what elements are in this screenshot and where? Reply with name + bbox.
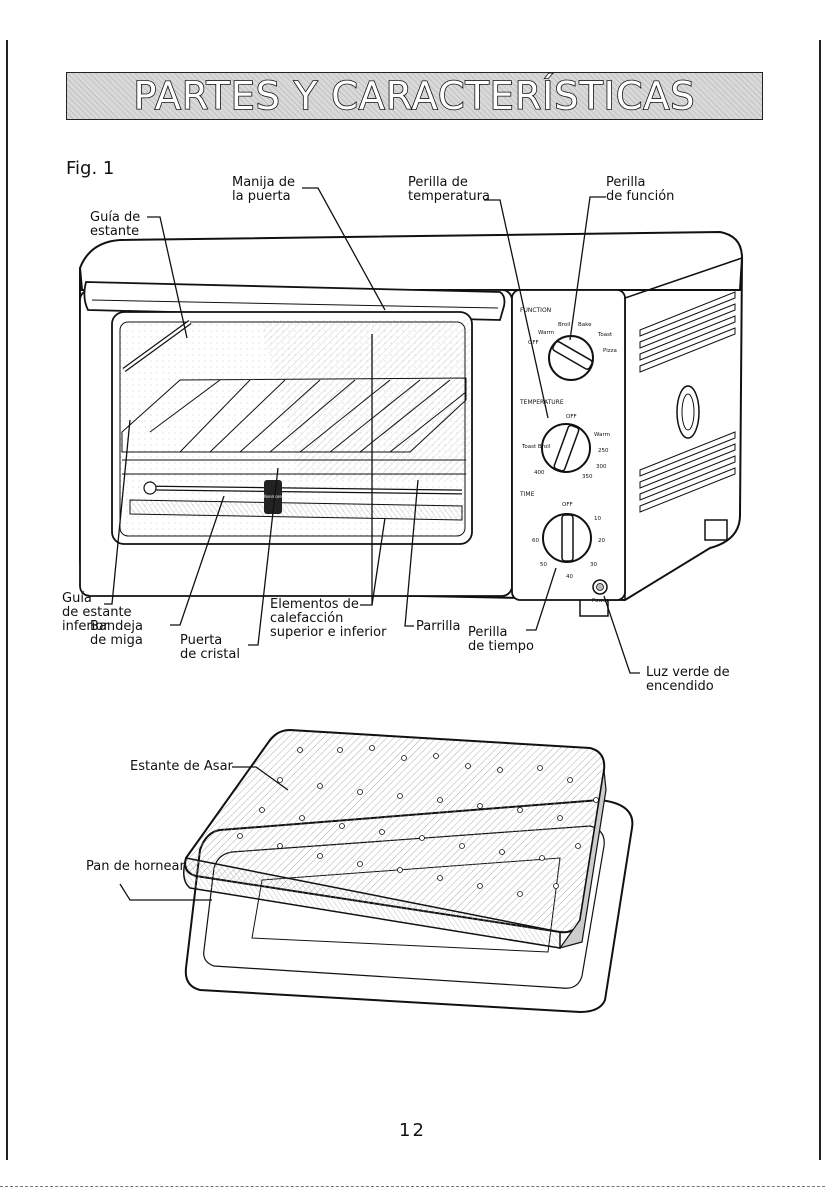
oven-top bbox=[78, 230, 744, 291]
page-border-bottom bbox=[0, 1186, 825, 1188]
function-knob bbox=[548, 335, 594, 381]
function-header: FUNCTION bbox=[520, 307, 551, 314]
function-mark-bake: Bake bbox=[578, 322, 592, 328]
label-lower-rack-guide: Guía de estante inferior bbox=[62, 591, 132, 634]
broil-rack-holes bbox=[237, 745, 599, 897]
label-broil-rack: Estante de Asar bbox=[130, 759, 233, 774]
label-rack-guide: Guía de estante bbox=[90, 210, 141, 239]
function-mark-warm: Warm bbox=[538, 330, 554, 336]
page-border-right bbox=[819, 40, 821, 1160]
label-heating-elements: Elementos de calefacción superior e infe… bbox=[270, 597, 387, 640]
label-door-handle: Manija de la puerta bbox=[232, 175, 295, 204]
function-mark-toast: Toast bbox=[597, 332, 613, 338]
figure-label: Fig. 1 bbox=[66, 158, 115, 179]
function-mark-broil: Broil bbox=[558, 322, 571, 328]
oven-rack bbox=[121, 377, 467, 475]
power-label: Power bbox=[592, 598, 609, 604]
leader-lines bbox=[104, 187, 640, 674]
label-crumb-tray: Bandeja de miga bbox=[90, 619, 143, 648]
temp-mark-250: 250 bbox=[598, 448, 609, 454]
title-banner: PARTES Y CARACTERÍSTICAS bbox=[66, 72, 763, 120]
temperature-knob bbox=[541, 423, 591, 473]
temp-mark-warm: Warm bbox=[594, 432, 610, 438]
temp-mark-off: OFF bbox=[566, 414, 577, 420]
label-function-knob: Perilla de función bbox=[606, 175, 675, 204]
crumb-tray bbox=[129, 499, 463, 521]
time-mark-50: 50 bbox=[540, 562, 547, 568]
oven-foot bbox=[704, 519, 728, 541]
door-handle bbox=[83, 281, 506, 321]
brand-name: Kenmore bbox=[264, 494, 282, 499]
side-vents bbox=[639, 291, 736, 513]
page-border-left bbox=[6, 40, 8, 1160]
time-header: TIME bbox=[519, 491, 535, 498]
side-fan-vent bbox=[676, 385, 700, 439]
temperature-header: TEMPERATURE bbox=[519, 399, 564, 406]
page-number: 12 bbox=[399, 1120, 426, 1141]
label-temperature-knob: Perilla de temperatura bbox=[408, 175, 490, 204]
time-mark-60: 60 bbox=[532, 538, 539, 544]
timer-knob bbox=[542, 513, 592, 563]
time-mark-10: 10 bbox=[594, 516, 601, 522]
time-mark-20: 20 bbox=[598, 538, 605, 544]
label-timer-knob: Perilla de tiempo bbox=[468, 625, 534, 654]
label-rack: Parrilla bbox=[416, 619, 461, 634]
temp-mark-350: 350 bbox=[582, 474, 593, 480]
brand-badge bbox=[264, 480, 282, 514]
temp-mark-toast-broil: Toast Broil bbox=[521, 444, 551, 450]
temp-mark-300: 300 bbox=[596, 464, 607, 470]
time-mark-off: OFF bbox=[562, 502, 573, 508]
label-baking-pan: Pan de hornear bbox=[86, 859, 185, 874]
label-power-light: Luz verde de encendido bbox=[646, 665, 730, 694]
temp-mark-400: 400 bbox=[534, 470, 545, 476]
time-mark-40: 40 bbox=[566, 574, 573, 580]
page-title: PARTES Y CARACTERÍSTICAS bbox=[133, 73, 696, 119]
function-mark-pizza: Pizza bbox=[603, 348, 617, 354]
time-mark-30: 30 bbox=[590, 562, 597, 568]
label-glass-door: Puerta de cristal bbox=[180, 633, 240, 662]
function-mark-off: OFF bbox=[528, 340, 539, 346]
